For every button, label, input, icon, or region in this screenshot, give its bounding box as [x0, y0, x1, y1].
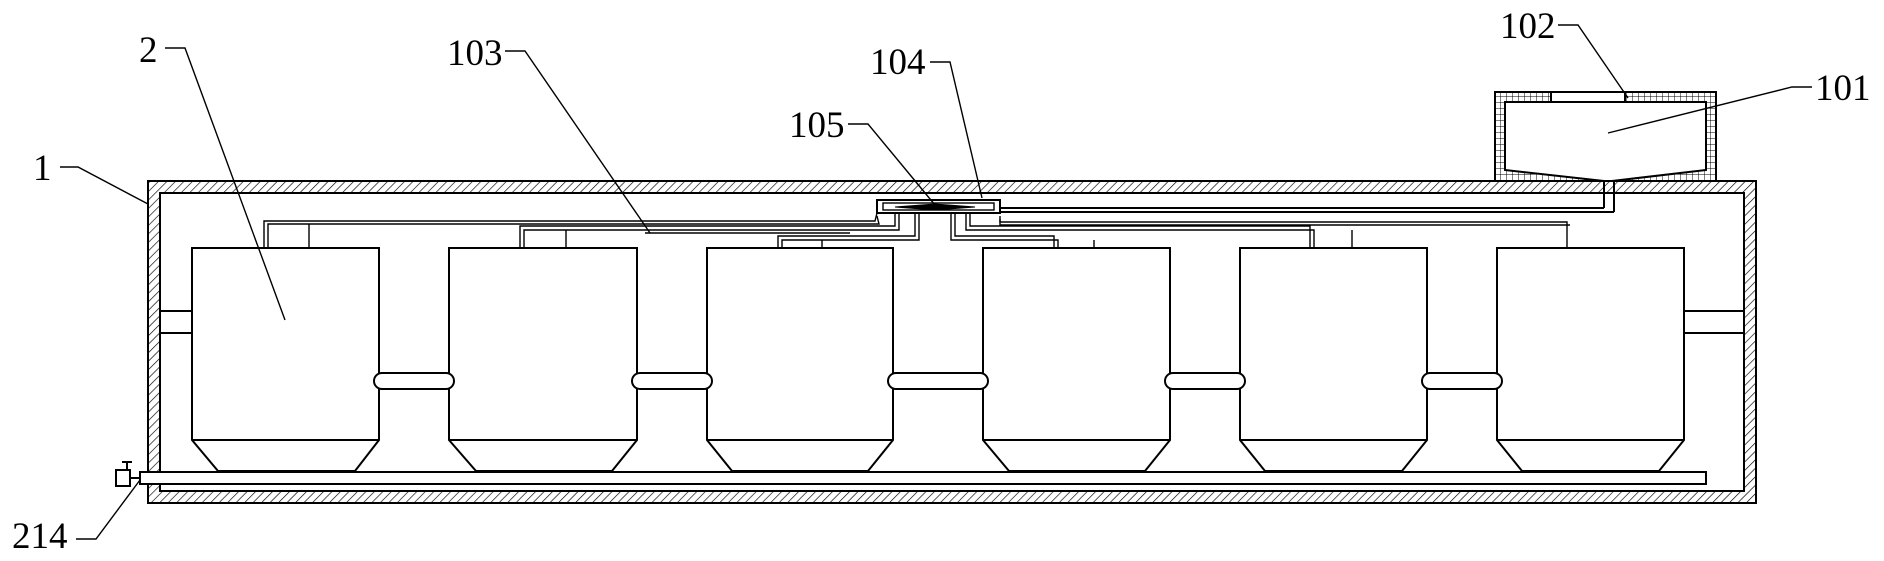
tank — [982, 247, 1171, 472]
drain-pipe — [115, 461, 1707, 487]
tanks — [191, 247, 1685, 472]
label-distribution-pipe: 103 — [447, 33, 503, 74]
label-hopper: 101 — [1815, 68, 1871, 109]
housing — [147, 180, 1757, 504]
leader-lines — [60, 24, 1812, 540]
tank — [1496, 247, 1685, 472]
feed-hopper — [1494, 91, 1717, 182]
tank — [706, 247, 894, 472]
tank-connectors — [373, 372, 1503, 390]
label-hopper-lid: 102 — [1500, 6, 1556, 47]
tank — [191, 247, 380, 472]
label-valve-plate: 105 — [789, 105, 845, 146]
label-tank: 2 — [139, 30, 158, 71]
drain-valve — [115, 469, 131, 487]
label-drain-valve: 214 — [12, 516, 68, 557]
valve-box — [876, 199, 1001, 214]
label-housing: 1 — [33, 148, 52, 189]
label-valve-box: 104 — [870, 42, 926, 83]
hopper-lid — [1550, 91, 1626, 103]
distribution-pipes — [263, 212, 1570, 248]
valve-plate — [894, 203, 976, 211]
tank — [448, 247, 638, 472]
hopper-outlet-pipe — [1000, 181, 1615, 213]
tank — [1239, 247, 1428, 472]
